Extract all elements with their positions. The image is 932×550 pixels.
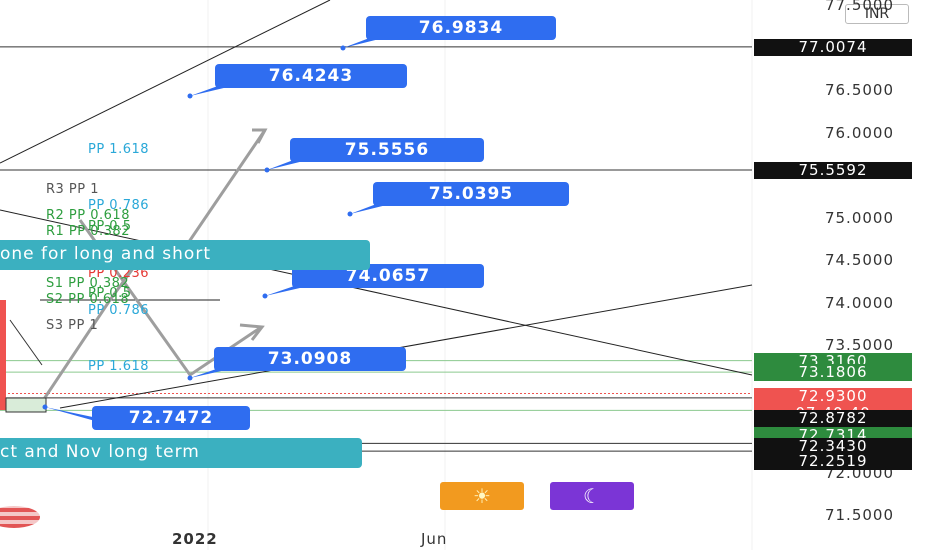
projection-arrowhead-down [239, 323, 265, 341]
dark-theme-button[interactable]: ☾ [550, 482, 634, 510]
candle-red [0, 300, 6, 410]
target-callout: 76.4243 [215, 64, 407, 88]
projection-arrowhead-up [252, 128, 268, 144]
projection-path-down [78, 219, 261, 378]
sun-icon: ☀ [473, 485, 491, 508]
pivot-label: PP 0.786 [88, 198, 150, 213]
callout-anchor [262, 293, 268, 299]
currency-label: INR [864, 6, 890, 22]
pivot-label: S3 PP 1 [46, 318, 99, 333]
note-long-term-text: ct and Nov long term [0, 442, 200, 462]
pivot-label: PP 0.5 [88, 286, 132, 301]
pivot-label: PP 0.5 [88, 219, 132, 234]
y-tick-label: 75.0000 [824, 208, 894, 227]
pivot-label: R3 PP 1 [46, 182, 100, 197]
note-long-short: one for long and short [0, 240, 370, 270]
price-box: 72.3430 [754, 438, 912, 455]
target-callout: 73.0908 [214, 347, 406, 371]
callout-anchor [187, 93, 193, 99]
y-tick-label: 76.0000 [824, 123, 894, 142]
x-tick-2022: 2022 [172, 530, 218, 548]
y-tick-label: 71.5000 [824, 506, 894, 524]
target-callout: 75.5556 [290, 138, 484, 162]
price-box: 72.8782 [754, 410, 912, 427]
pivot-label: S2 PP 0.618 [46, 292, 130, 307]
y-tick-label: 77.5000 [824, 0, 894, 14]
candle-box [5, 397, 47, 413]
pivot-label: R1 PP 0.382 [46, 224, 130, 239]
us-flag-icon[interactable] [0, 506, 40, 528]
moon-icon: ☾ [583, 485, 601, 508]
pivot-label: R2 PP 0.618 [46, 208, 130, 223]
candle-wick [9, 319, 43, 366]
callout-anchor [340, 45, 346, 51]
note-long-short-text: one for long and short [0, 244, 211, 264]
trend-line-upper [0, 0, 331, 164]
y-tick-label: 76.5000 [824, 81, 894, 99]
trend-line-rising [59, 284, 753, 409]
currency-badge[interactable]: INR [845, 4, 909, 24]
price-box: 75.5592 [754, 161, 912, 179]
pivot-label: S1 PP 0.382 [46, 276, 130, 291]
target-callout: 75.0395 [373, 182, 569, 206]
y-tick-label: 74.5000 [824, 251, 894, 269]
price-box: 77.0074 [754, 38, 912, 56]
target-callout: 76.9834 [366, 16, 556, 40]
pivot-label: PP 1.618 [88, 359, 150, 374]
pivot-label: PP 0.786 [88, 303, 150, 318]
callout-anchor [187, 375, 193, 381]
note-long-term: ct and Nov long term [0, 438, 362, 468]
price-box: 72.2519 [754, 453, 912, 470]
callout-anchor [347, 211, 353, 217]
pivot-label: PP 1.618 [88, 142, 150, 157]
price-box: 72.9300 [754, 388, 912, 405]
price-box: 73.1806 [754, 364, 912, 382]
x-tick-jun: Jun [421, 530, 448, 548]
trend-line-down [0, 209, 753, 376]
callout-anchor [42, 404, 48, 410]
target-callout: 72.7472 [92, 406, 250, 430]
y-tick-label: 73.5000 [824, 336, 894, 354]
callout-anchor [264, 167, 270, 173]
light-theme-button[interactable]: ☀ [440, 482, 524, 510]
y-tick-label: 74.0000 [824, 293, 894, 312]
